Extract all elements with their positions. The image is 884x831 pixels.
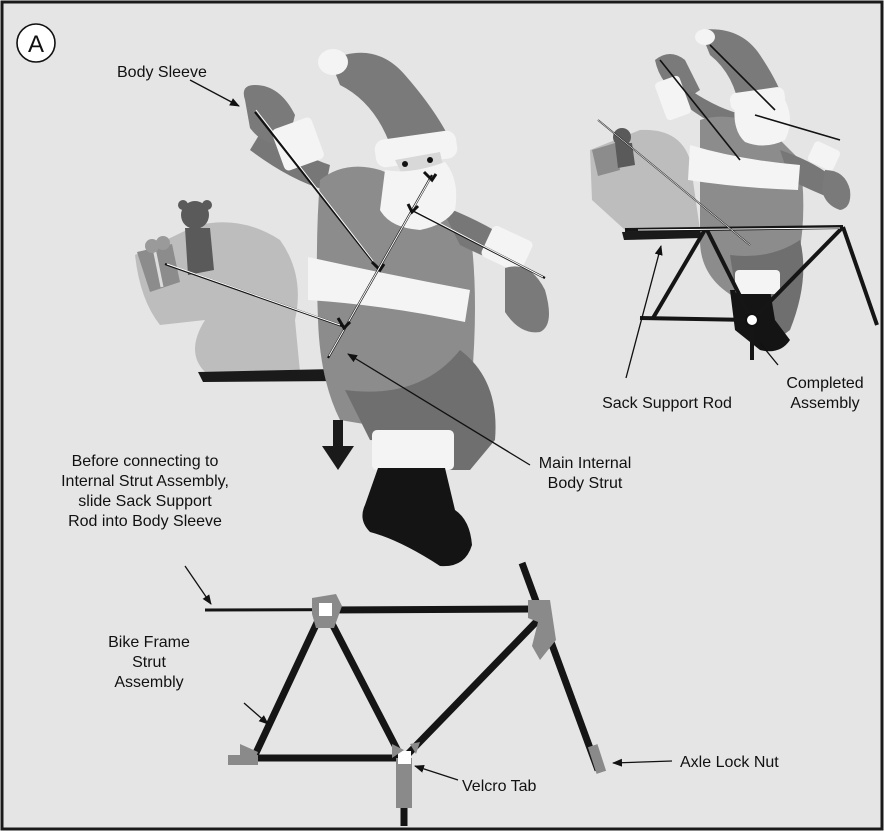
main-strut-label-line2: Body Strut (548, 475, 623, 492)
velcro-tab-top (319, 603, 332, 616)
main-strut-label-line1: Main Internal (539, 455, 632, 472)
panel-letter: A (28, 31, 44, 58)
velcro-tab (398, 751, 411, 764)
instruction-line4: Rod into Body Sleeve (68, 513, 222, 530)
completed-label-line1: Completed (786, 375, 863, 392)
panel-letter-badge: A (17, 24, 55, 62)
sack-support-rod-label: Sack Support Rod (602, 395, 732, 412)
instruction-line3: slide Sack Support (78, 493, 212, 510)
bike-frame-label-line1: Bike Frame (108, 634, 190, 651)
velcro-tab-label: Velcro Tab (462, 778, 537, 795)
bike-frame-label-line2: Strut (132, 654, 166, 671)
pompom (318, 49, 348, 75)
instruction-line2: Internal Strut Assembly, (61, 473, 229, 490)
beard (380, 162, 456, 230)
instruction-line1: Before connecting to (72, 453, 219, 470)
completed-label-line2: Assembly (790, 395, 859, 412)
axle-lock-nut-label: Axle Lock Nut (680, 754, 779, 771)
body-sleeve-label: Body Sleeve (117, 64, 207, 81)
leg-cuff (372, 430, 454, 470)
bike-frame-label-line3: Assembly (114, 674, 183, 691)
